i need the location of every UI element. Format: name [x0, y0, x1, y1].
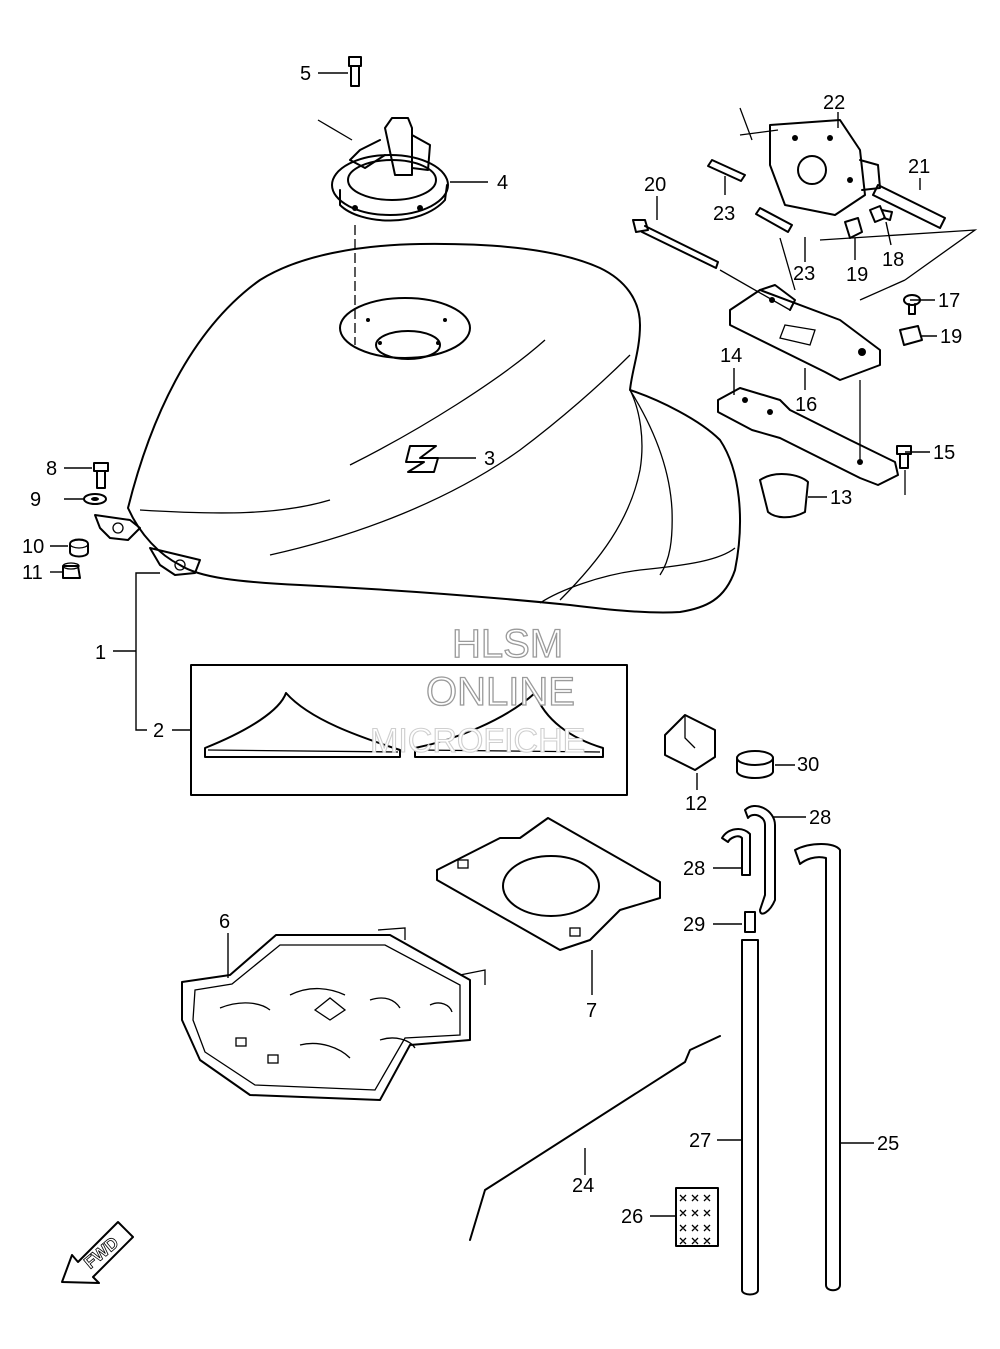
washer-9-part — [83, 493, 107, 505]
callout-9: 9 — [30, 489, 41, 511]
callout-23b: 23 — [793, 263, 815, 285]
callout-labels: 1 2 3 4 5 6 7 8 9 10 11 12 13 14 15 16 1… — [22, 63, 962, 1228]
callout-4: 4 — [497, 172, 508, 194]
callout-8: 8 — [46, 458, 57, 480]
collar-11-part — [62, 562, 81, 579]
callout-21: 21 — [908, 156, 930, 178]
pin-21-part — [872, 184, 946, 229]
screw-15-part — [896, 445, 912, 469]
bolt-20-part — [632, 219, 719, 269]
hose-28a-part — [721, 828, 751, 876]
grommet-10-part — [69, 538, 89, 558]
screw-17-part — [903, 294, 921, 315]
callout-28b: 28 — [683, 858, 705, 880]
hose-28b-part — [744, 805, 776, 915]
callout-2: 2 — [153, 720, 164, 742]
bolt-8-part — [93, 462, 109, 489]
hose-25-part — [794, 843, 841, 1292]
assembly-guides — [719, 107, 978, 495]
rod-24-part — [469, 1035, 721, 1241]
callout-13: 13 — [830, 487, 852, 509]
damper-23b-part — [755, 207, 793, 233]
bracket-22-part — [769, 119, 881, 216]
nut-19b-part — [899, 325, 923, 346]
callout-22: 22 — [823, 92, 845, 114]
leader-lines — [50, 72, 937, 1217]
callout-29: 29 — [683, 914, 705, 936]
cushion-13-part — [759, 473, 809, 519]
watermark-line2: ONLINE — [426, 670, 575, 714]
callout-24: 24 — [572, 1175, 594, 1197]
callout-19a: 19 — [846, 264, 868, 286]
fuel-cap-part — [317, 117, 449, 222]
callout-18: 18 — [882, 249, 904, 271]
hose-27-part — [741, 939, 759, 1296]
callout-20: 20 — [644, 174, 666, 196]
fuel-tank-part — [94, 242, 741, 614]
fwd-direction-badge: FWD — [61, 1221, 134, 1284]
nut-19a-part — [844, 217, 863, 239]
watermark: HLSM ONLINE MICROFICHE — [369, 621, 585, 760]
bracket-14-part — [717, 387, 899, 486]
callout-23a: 23 — [713, 203, 735, 225]
callout-14: 14 — [720, 345, 742, 367]
cap-bolt-part — [348, 56, 362, 87]
callout-19b: 19 — [940, 326, 962, 348]
callout-1: 1 — [95, 642, 106, 664]
collar-30-part — [736, 750, 774, 779]
callout-10: 10 — [22, 536, 44, 558]
heat-shield-6-part — [181, 927, 486, 1101]
callout-25: 25 — [877, 1133, 899, 1155]
plate-7-part — [436, 817, 661, 951]
callout-7: 7 — [586, 1000, 597, 1022]
callout-15: 15 — [933, 442, 955, 464]
cushion-12-part — [664, 714, 716, 771]
callout-28a: 28 — [809, 807, 831, 829]
callout-17: 17 — [938, 290, 960, 312]
label-26-part — [675, 1187, 719, 1247]
joint-29-part — [744, 911, 756, 933]
damper-23a-part — [707, 159, 746, 182]
watermark-line3: MICROFICHE — [370, 722, 585, 760]
watermark-line1: HLSM — [452, 622, 563, 666]
callout-16: 16 — [795, 394, 817, 416]
callout-27: 27 — [689, 1130, 711, 1152]
suzuki-emblem-part — [405, 445, 439, 473]
bracket-16-part — [729, 284, 881, 381]
callout-26: 26 — [621, 1206, 643, 1228]
callout-12: 12 — [685, 793, 707, 815]
callout-30: 30 — [797, 754, 819, 776]
callout-11: 11 — [22, 562, 43, 584]
callout-3: 3 — [484, 448, 495, 470]
callout-6: 6 — [219, 911, 230, 933]
callout-5: 5 — [300, 63, 311, 85]
screw-18-part — [869, 205, 893, 223]
